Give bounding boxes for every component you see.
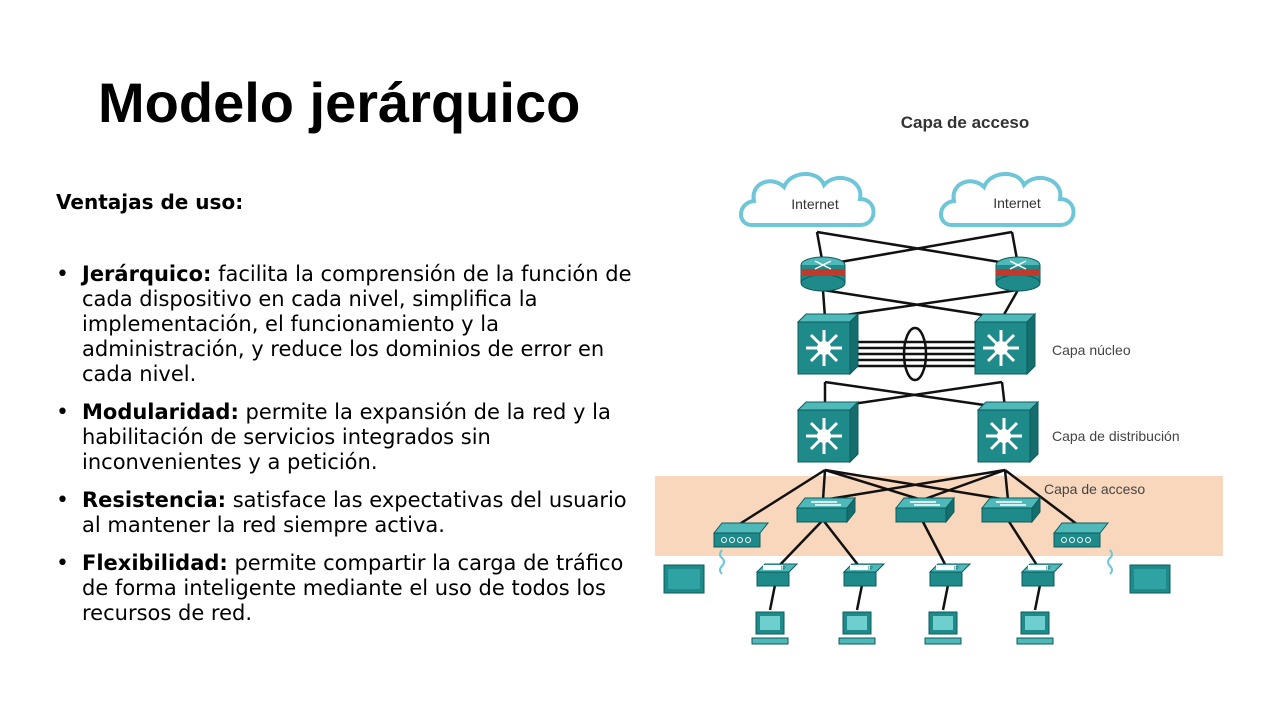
bullet-term: Flexibilidad: [82,551,228,575]
page-title: Modelo jerárquico [98,71,581,134]
bullet-term: Jerárquico: [82,262,212,286]
ip-phone-icon [756,563,798,587]
bullet-item: Resistencia: satisface las expectativas … [56,488,646,538]
etherchannel-bundle [902,326,928,382]
network-diagram: IP [655,113,1223,645]
distribution-switch-icon [796,400,860,464]
distribution-switch-icon [976,400,1040,464]
wireless-signal-left [719,549,725,575]
pc-icon [1016,611,1054,645]
pc-icon [838,611,876,645]
laptop-icon [663,564,705,594]
access-switch-icon [895,497,955,523]
internet-cloud-left: Internet [738,171,876,227]
laptop-icon [1129,564,1171,594]
bullet-text: permite compartir la carga de tráfico de… [82,551,624,625]
diagram-header: Capa de acceso [901,113,1030,132]
core-switch-icon [796,312,860,376]
wireless-ap-icon [1053,522,1109,548]
bullet-term: Resistencia: [82,488,227,512]
access-switch-icon [981,497,1041,523]
subtitle: Ventajas de uso: [56,190,244,214]
pc-icon [751,611,789,645]
bullet-text: facilita la comprensión de la función de… [82,262,632,386]
router-icon [800,256,846,292]
network-links [737,230,1079,611]
wireless-signal-right [1107,549,1113,575]
internet-cloud-right: Internet [938,171,1076,227]
ip-phone-icon [1021,563,1063,587]
ip-phone-icon [843,563,885,587]
bullet-text: satisface las expectativas del usuario a… [82,488,627,537]
bullet-term: Modularidad: [82,400,239,424]
wireless-ap-icon [713,522,769,548]
core-layer-label: Capa núcleo [1052,342,1131,358]
access-layer-label: Capa de acceso [1044,481,1145,497]
distribution-layer-label: Capa de distribución [1052,428,1180,444]
bullet-list: Jerárquico: facilita la comprensión de l… [56,262,646,639]
bullet-item: Flexibilidad: permite compartir la carga… [56,551,646,626]
core-switch-icon [973,312,1037,376]
ip-phone-icon [929,563,971,587]
router-icon [995,256,1041,292]
internet-cloud-right-label: Internet [993,195,1041,211]
bullet-item: Jerárquico: facilita la comprensión de l… [56,262,646,387]
bullet-text: permite la expansión de la red y la habi… [82,400,611,474]
bullet-item: Modularidad: permite la expansión de la … [56,400,646,475]
internet-cloud-left-label: Internet [791,196,839,212]
access-switch-icon [796,497,856,523]
pc-icon [924,611,962,645]
